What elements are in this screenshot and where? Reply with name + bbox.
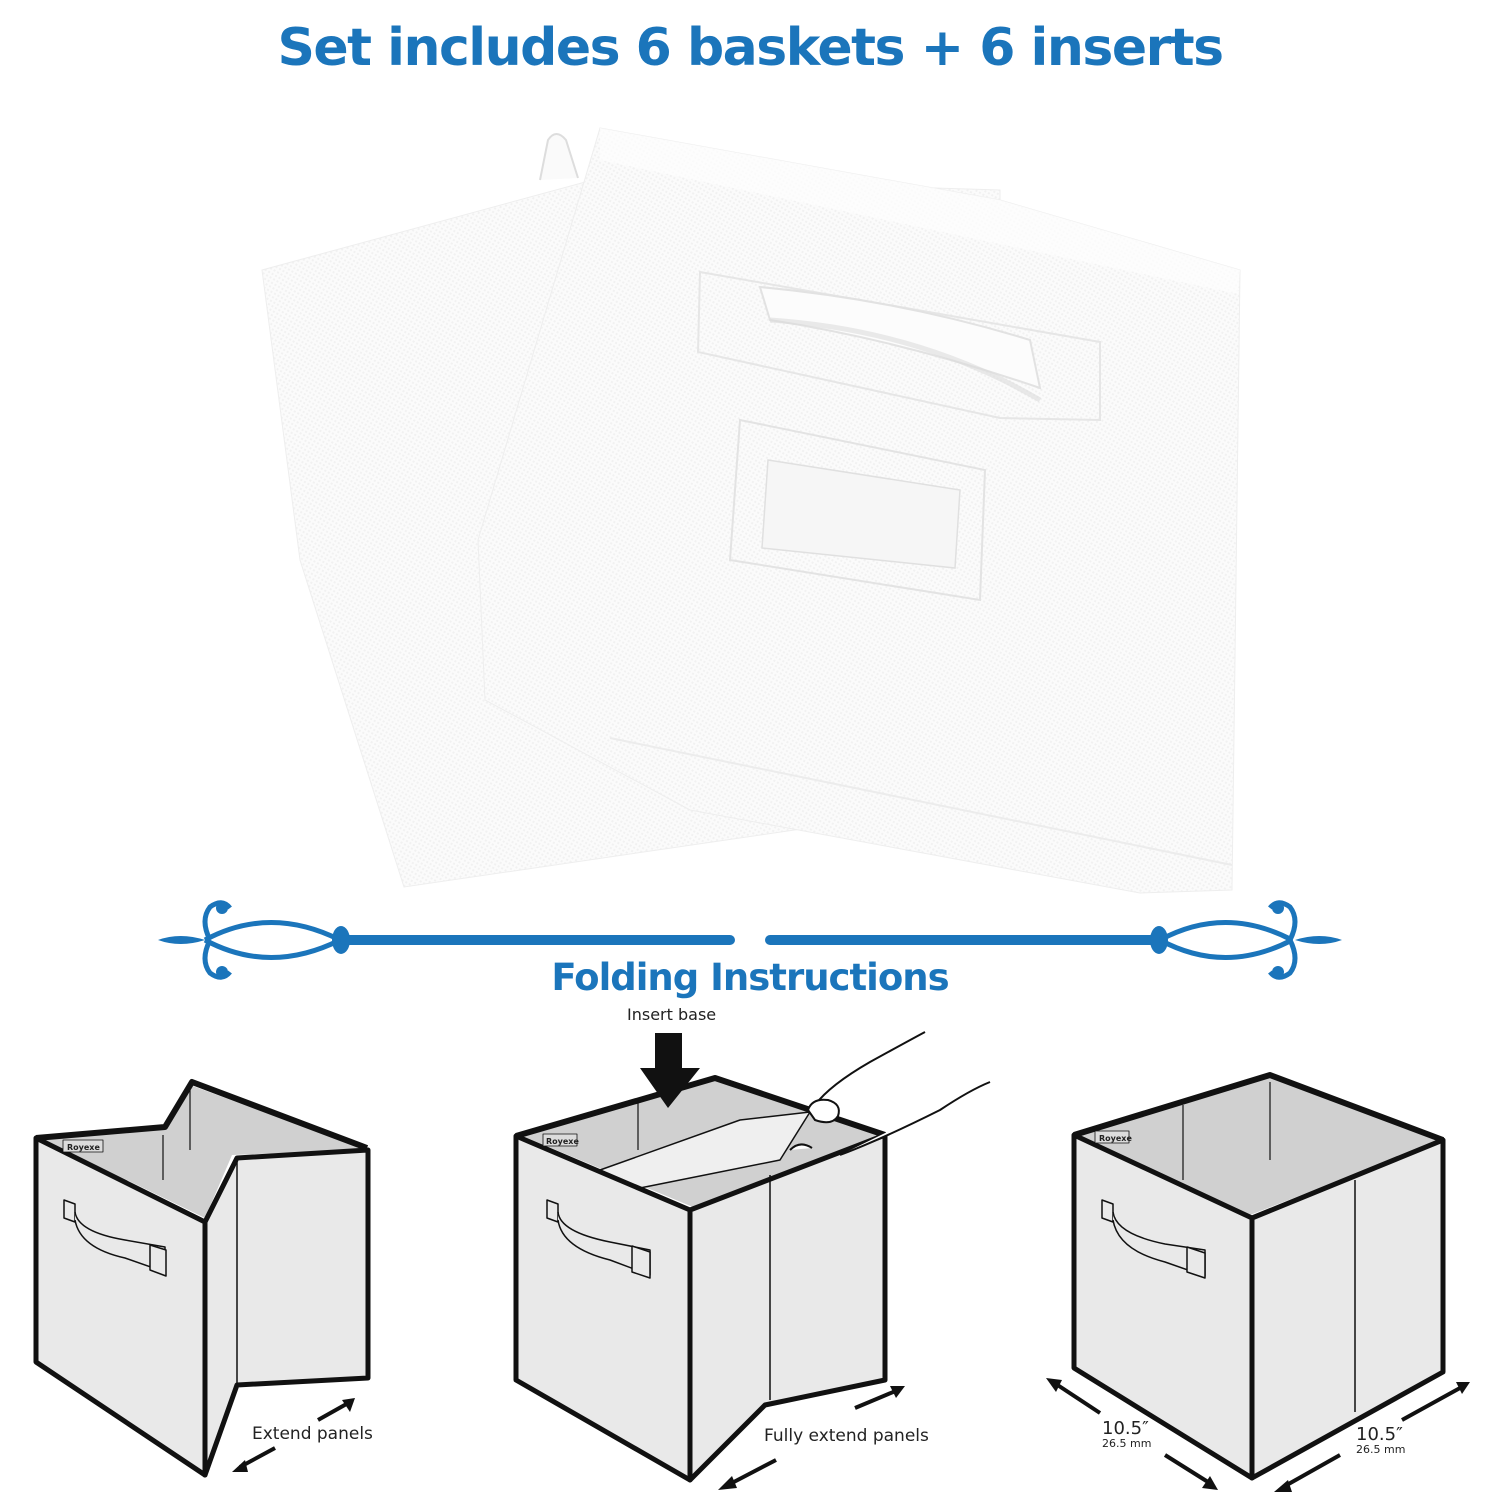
dimension-width-metric: 26.5 mm (1356, 1443, 1406, 1456)
dimension-depth-metric: 26.5 mm (1102, 1437, 1152, 1450)
step-2-top-label: Insert base (627, 1005, 717, 1024)
brand-tag-3: Royexe (1099, 1134, 1132, 1143)
brand-tag-1: Royexe (67, 1143, 100, 1152)
step-1-label: Extend panels (252, 1424, 373, 1444)
hand-icon (789, 1031, 991, 1156)
dimension-width-inches: 10.5″ (1356, 1424, 1403, 1445)
dimension-depth: 10.5″ 26.5 mm (1102, 1420, 1151, 1450)
down-arrow-icon (640, 1033, 700, 1108)
front-folded-basket (477, 127, 1241, 894)
page-title: Set includes 6 baskets + 6 inserts (277, 18, 1224, 78)
dimension-depth-inches: 10.5″ (1102, 1418, 1149, 1439)
folding-instructions-title: Folding Instructions (551, 956, 949, 999)
dimension-width: 10.5″ 26.5 mm (1356, 1426, 1405, 1456)
step-2-label: Fully extend panels (764, 1426, 929, 1446)
brand-tag-2: Royexe (546, 1137, 579, 1146)
